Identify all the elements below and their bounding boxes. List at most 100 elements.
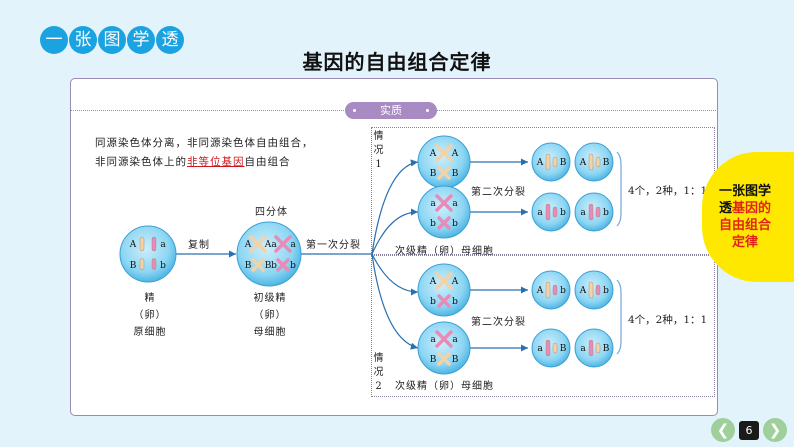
label-line: 1 — [375, 159, 383, 170]
label-case2: 情 况 2 — [372, 352, 386, 394]
gene-label: B — [560, 344, 567, 354]
label-copy: 复制 — [188, 240, 210, 251]
cell — [417, 185, 471, 239]
case2-box — [371, 255, 715, 397]
chromosome — [435, 330, 453, 348]
gene-label: a — [452, 199, 458, 209]
result-case1: 4个，2种，1：1 — [628, 185, 708, 197]
chromosome — [139, 258, 145, 270]
chromosome — [435, 194, 453, 212]
chromosome — [437, 294, 451, 308]
section-pill: 实质 — [345, 102, 437, 119]
gene-label: A — [244, 240, 252, 250]
gene-label: A — [451, 149, 459, 159]
pill-dot — [353, 109, 356, 112]
gene-label: B — [245, 261, 252, 271]
gene-label: b — [452, 219, 458, 229]
cell — [574, 270, 614, 310]
label-line: 原细胞 — [133, 327, 167, 338]
gene-label: A — [579, 286, 587, 296]
cell — [119, 225, 177, 283]
brand-char: 张 — [69, 26, 97, 54]
gene-label: a — [271, 240, 277, 250]
gene-label: b — [560, 208, 566, 218]
chromosome — [276, 258, 290, 272]
result-case2: 4个，2种，1：1 — [628, 314, 708, 326]
chromosome — [437, 216, 451, 230]
label-line: 母细胞 — [253, 327, 287, 338]
gene-label: a — [290, 240, 296, 250]
gene-label: a — [580, 344, 586, 354]
gene-label: b — [430, 219, 436, 229]
cell — [531, 270, 571, 310]
badge-circle — [702, 152, 794, 282]
gene-label: A — [536, 158, 544, 168]
badge-line-red: 定律 — [731, 235, 758, 250]
intro-text: 同源染色体分离，非同源染色体自由组合，非同源染色体上的非等位基因自由组合 — [95, 134, 315, 172]
label-line: 况 — [373, 145, 385, 156]
chromosome — [274, 235, 292, 253]
gene-label: A — [451, 277, 459, 287]
badge-line: 一张图学 — [718, 184, 771, 199]
chromosome — [552, 342, 558, 354]
cell — [574, 328, 614, 368]
chromosome — [545, 153, 551, 171]
arrow-case1-b — [371, 208, 419, 255]
brand-char: 图 — [98, 26, 126, 54]
gene-label: b — [430, 297, 436, 307]
gene-label: a — [430, 199, 436, 209]
section-label: 实质 — [380, 104, 402, 117]
arrow-case1-a — [371, 159, 419, 255]
brand-char: 一 — [40, 26, 68, 54]
cell — [417, 321, 471, 375]
label-primordial: 精 （卵） 原细胞 — [120, 290, 180, 341]
gene-label: A — [579, 158, 587, 168]
gene-label: B — [430, 355, 437, 365]
content-card — [70, 78, 718, 416]
chromosome — [595, 206, 601, 218]
gene-label: B — [452, 355, 459, 365]
gene-label: b — [452, 297, 458, 307]
label-primary: 初级精 （卵） 母细胞 — [238, 290, 302, 341]
chromosome — [251, 258, 265, 272]
page-number: 6 — [739, 421, 759, 440]
arrow-case2-b — [371, 253, 419, 350]
gene-label: A — [429, 277, 437, 287]
label-line: 情 — [373, 131, 385, 142]
gene-label: A — [129, 240, 137, 250]
gene-label: A — [264, 240, 272, 250]
chromosome — [545, 203, 551, 221]
arrow-case2-a — [371, 253, 419, 296]
chromosome — [595, 284, 601, 296]
brand-char: 透 — [156, 26, 184, 54]
cell — [531, 192, 571, 232]
chromosome — [552, 284, 558, 296]
page-title: 基因的自由组合定律 — [302, 50, 492, 74]
gene-label: B — [265, 261, 272, 271]
chromosome — [437, 166, 451, 180]
next-page-button[interactable]: ❯ — [763, 418, 787, 442]
chromosome — [588, 203, 594, 221]
intro-highlight: 非等位基因 — [187, 156, 245, 168]
chromosome — [595, 156, 601, 168]
gene-label: A — [429, 149, 437, 159]
badge-line-red: 自由组合 — [718, 218, 771, 233]
label-line: 精 — [144, 293, 156, 304]
prev-page-button[interactable]: ❮ — [711, 418, 735, 442]
gene-label: B — [603, 158, 610, 168]
chromosome — [552, 156, 558, 168]
intro-part1: 同源染色体分离，非同源染色体自由组合，非同源染色体上的 — [95, 137, 314, 168]
brace-case1 — [616, 151, 622, 227]
label-line: 2 — [375, 381, 383, 392]
gene-label: A — [536, 286, 544, 296]
label-secondary-2: 次级精（卵）母细胞 — [395, 381, 494, 392]
label-line: 情 — [373, 353, 385, 364]
chromosome — [249, 235, 267, 253]
gene-label: b — [290, 261, 296, 271]
brace-case2 — [616, 279, 622, 355]
cell — [417, 263, 471, 317]
chromosome — [437, 352, 451, 366]
cell — [574, 192, 614, 232]
chromosome — [545, 339, 551, 357]
gene-label: b — [160, 261, 166, 271]
